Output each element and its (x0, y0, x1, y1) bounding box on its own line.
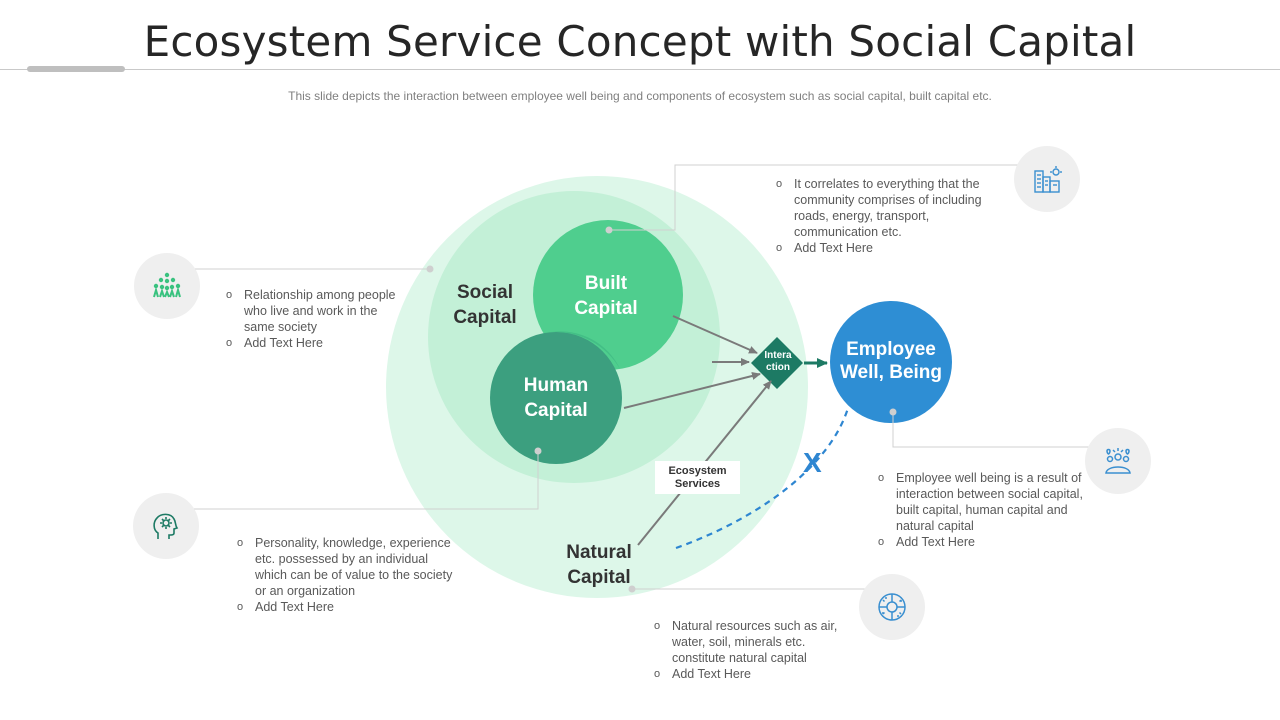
connector-built (609, 164, 1047, 231)
employee-wellbeing-circle (830, 301, 952, 423)
natural-capital-label: Natural Capital (566, 542, 632, 588)
human-capital-circle (490, 332, 622, 464)
connector-social (166, 268, 430, 280)
connector-human (166, 451, 539, 510)
page-title: Ecosystem Service Concept with Social Ca… (143, 17, 1137, 66)
employee-wellbeing-label: Employee Well, Being (839, 339, 943, 383)
social-capital-label: Social Capital (453, 282, 517, 328)
x-mark: X (803, 447, 822, 478)
natural-resources-icon (878, 593, 906, 621)
arrow-built-to-interaction (672, 315, 758, 354)
page-subtitle: This slide depicts the interaction betwe… (288, 89, 992, 103)
connector-dot-human (534, 447, 542, 455)
city-buildings-icon (1034, 166, 1062, 193)
natural-icon-circle (859, 574, 925, 640)
connector-dot-built (605, 226, 613, 234)
connector-dot-natural (628, 585, 636, 593)
wellbeing-people-icon (1105, 448, 1131, 474)
human-icon-circle (133, 493, 199, 559)
built-capital-label: Built Capital (574, 273, 638, 319)
built-icon-circle (1014, 146, 1080, 212)
human-capital-label: Human Capital (523, 375, 589, 421)
social-icon-circle (134, 253, 200, 319)
circles-overlap (551, 331, 620, 369)
interaction-diamond (751, 337, 803, 389)
connector-dot-social (426, 265, 434, 273)
connector-employee (892, 412, 1118, 448)
employee-icon-circle (1085, 428, 1151, 494)
title-divider (0, 69, 1280, 70)
dashed-feedback-curve (675, 407, 850, 550)
interaction-label: Intera ction (764, 350, 792, 373)
title-accent-bar (27, 66, 125, 72)
head-gear-icon (153, 513, 179, 539)
connector-dot-employee (889, 408, 897, 416)
ecosystem-services-label: Ecosystem Services (655, 461, 740, 494)
arrow-human-to-interaction (623, 372, 761, 409)
people-group-icon (153, 272, 181, 298)
